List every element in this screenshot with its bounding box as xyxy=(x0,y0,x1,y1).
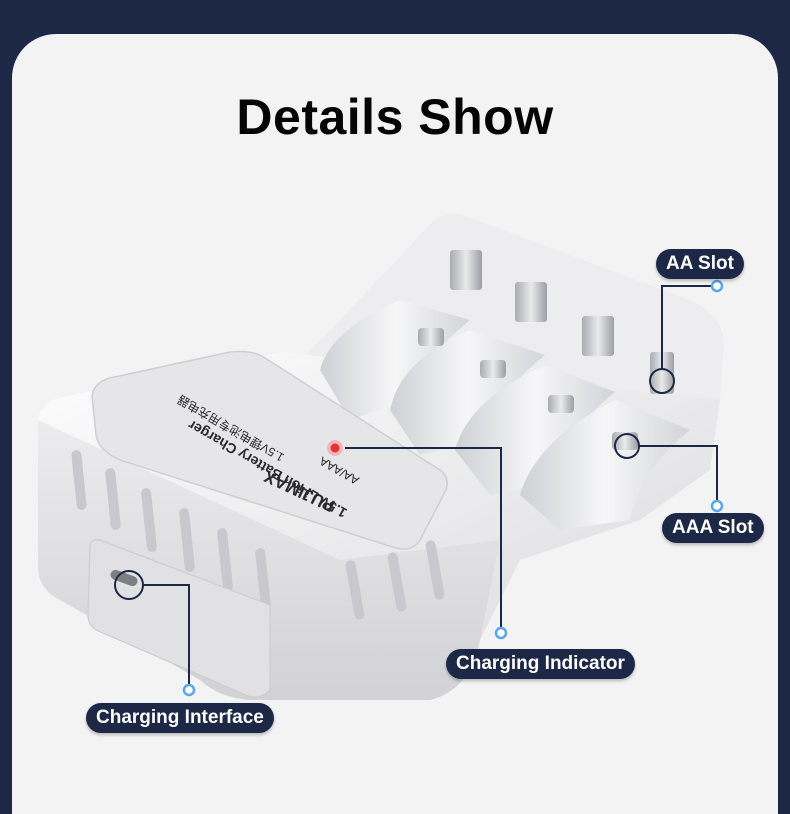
battery-slot-4 xyxy=(520,400,690,530)
callout-aaa-slot-marker xyxy=(614,433,724,513)
aaa-slot-label: AAA Slot xyxy=(662,513,764,543)
battery-slot-2 xyxy=(390,330,545,455)
battery-slot-3 xyxy=(455,365,615,495)
page-title: Details Show xyxy=(236,89,554,145)
label-plate: PUJIMAX 1.5V Li-ion Battery Charger AA/A… xyxy=(91,350,448,550)
charging-indicator-led xyxy=(327,440,343,456)
charging-port xyxy=(87,538,271,698)
contact-strips xyxy=(418,250,674,450)
vent-ribs xyxy=(71,450,445,620)
charger-illustration: PUJIMAX 1.5V Li-ion Battery Charger AA/A… xyxy=(38,250,724,700)
callout-aa-slot-marker xyxy=(649,279,724,394)
charging-interface-label: Charging Interface xyxy=(86,703,274,733)
callout-interface-marker xyxy=(114,570,196,697)
callout-indicator-marker xyxy=(345,447,508,640)
aa-slot-label: AA Slot xyxy=(656,249,744,279)
charging-indicator-label: Charging Indicator xyxy=(446,649,635,679)
